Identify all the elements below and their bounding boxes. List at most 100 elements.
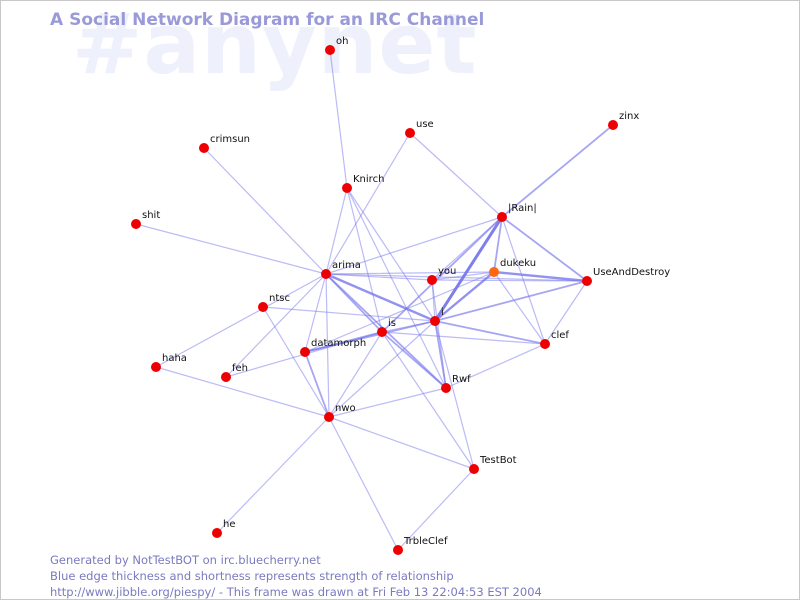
edge-knirch-is [346, 187, 383, 333]
edge-oh-knirch [329, 49, 348, 189]
edge-arima-i [324, 272, 437, 323]
edge-useanddestroy-i [434, 280, 588, 322]
edge-knirch-i [346, 187, 436, 322]
node-shit: shit [131, 210, 160, 229]
edge-knirch-rwf [346, 187, 447, 389]
edge-shit-arima [135, 223, 327, 275]
edge-nwo-haha [155, 366, 330, 418]
footer-url-timestamp: http://www.jibble.org/piespy/ - This fra… [50, 585, 542, 599]
node-label-haha: haha [162, 353, 187, 364]
edge-useanddestroy-clef [544, 280, 588, 345]
edge-dukeku-datamorph [304, 271, 495, 353]
edge-useanddestroy-you [431, 279, 588, 282]
edge-nwo-rwf [328, 387, 447, 418]
edge-rain-i [433, 215, 504, 323]
node-label-feh: feh [232, 363, 248, 374]
edge-is-rwf [381, 331, 447, 389]
node-dot-you [427, 275, 437, 285]
node-useanddestroy: UseAndDestroy [582, 267, 670, 286]
node-testbot: TestBot [469, 455, 517, 474]
node-dot-crimsun [199, 143, 209, 153]
node-dot-rain [497, 212, 507, 222]
node-rwf: Rwf [441, 374, 471, 393]
nodes-layer: ohusezinxcrimsunKnirch|Rain|shitarimayou… [131, 36, 670, 555]
node-dot-use [405, 128, 415, 138]
edge-i-nwo [328, 320, 436, 418]
node-datamorph: datamorph [300, 338, 366, 357]
edge-use-arima [325, 132, 411, 275]
node-label-nwo: nwo [335, 403, 356, 414]
node-label-zinx: zinx [619, 111, 639, 122]
node-label-trbleclef: TrbleClef [403, 536, 448, 547]
edge-ntsc-i [262, 306, 436, 322]
edge-ntsc-nwo [262, 306, 330, 418]
node-label-clef: clef [551, 330, 569, 341]
node-label-ntsc: ntsc [269, 293, 290, 304]
node-dot-datamorph [300, 347, 310, 357]
node-he: he [212, 519, 236, 538]
edge-rain-you [431, 216, 503, 281]
node-label-arima: arima [332, 260, 361, 271]
node-dukeku: dukeku [489, 258, 536, 277]
channel-watermark: #anynet [72, 0, 478, 93]
edge-arima-haha [155, 273, 327, 368]
node-label-crimsun: crimsun [210, 134, 250, 145]
edge-i-clef [434, 320, 546, 345]
edge-datamorph-nwo [304, 351, 330, 418]
node-label-i: i [441, 307, 444, 318]
node-label-knirch: Knirch [353, 174, 384, 185]
node-zinx: zinx [608, 111, 639, 130]
footer-edge-legend: Blue edge thickness and shortness repres… [50, 569, 454, 583]
node-label-datamorph: datamorph [311, 338, 366, 349]
edge-rain-is [381, 216, 503, 333]
edge-rain-useanddestroy [501, 216, 588, 282]
edge-is-nwo [328, 331, 383, 418]
edge-i-testbot [434, 320, 475, 470]
node-label-oh: oh [336, 36, 348, 47]
node-dot-ntsc [258, 302, 268, 312]
node-label-rwf: Rwf [452, 374, 471, 385]
edge-arima-datamorph [304, 273, 327, 353]
edge-arima-useanddestroy [325, 273, 588, 282]
edge-knirch-arima [325, 187, 348, 275]
node-use: use [405, 119, 434, 138]
node-trbleclef: TrbleClef [393, 536, 448, 555]
footer-generated-by: Generated by NotTestBOT on irc.bluecherr… [50, 553, 321, 567]
node-dot-feh [221, 372, 231, 382]
node-dot-dukeku [489, 267, 499, 277]
node-dot-knirch [342, 183, 352, 193]
node-label-you: you [438, 266, 456, 277]
node-dot-arima [321, 269, 331, 279]
node-label-testbot: TestBot [479, 455, 517, 466]
edge-dukeku-clef [493, 271, 546, 345]
edge-rain-dukeku [493, 216, 503, 273]
node-dot-nwo [324, 412, 334, 422]
node-label-is: is [388, 318, 396, 329]
edge-dukeku-useanddestroy [492, 270, 589, 283]
edge-use-rain [409, 132, 503, 218]
edge-rwf-clef [445, 343, 546, 389]
edge-rain-arima [325, 216, 503, 275]
edge-arima-feh [225, 273, 327, 378]
node-oh: oh [325, 36, 348, 55]
node-clef: clef [540, 330, 569, 349]
node-label-he: he [223, 519, 236, 530]
node-dot-useanddestroy [582, 276, 592, 286]
node-you: you [427, 266, 456, 285]
edge-zinx-rain [501, 124, 614, 218]
node-knirch: Knirch [342, 174, 384, 193]
edge-crimsun-arima [203, 147, 327, 275]
node-dot-shit [131, 219, 141, 229]
node-label-use: use [416, 119, 434, 130]
edge-is-testbot [381, 331, 475, 470]
node-dot-oh [325, 45, 335, 55]
node-crimsun: crimsun [199, 134, 250, 153]
node-nwo: nwo [324, 403, 356, 422]
node-label-dukeku: dukeku [500, 258, 536, 269]
node-label-useanddestroy: UseAndDestroy [593, 267, 670, 278]
node-arima: arima [321, 260, 361, 279]
node-haha: haha [151, 353, 187, 372]
edge-testbot-trbleclef [397, 468, 475, 551]
node-dot-trbleclef [393, 545, 403, 555]
node-dot-clef [540, 339, 550, 349]
